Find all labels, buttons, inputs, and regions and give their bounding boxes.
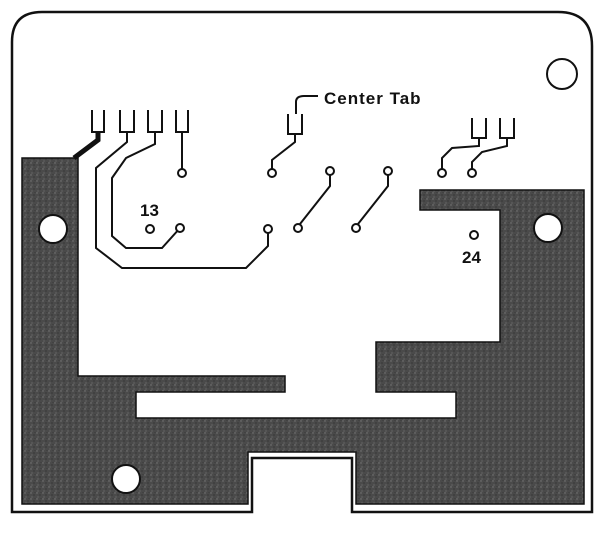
trace-tab-3 xyxy=(111,132,181,249)
trace-mid-1 xyxy=(299,172,331,225)
right-tab-group xyxy=(441,118,515,170)
pads xyxy=(145,166,479,240)
pad xyxy=(175,223,185,233)
trace-tab-1 xyxy=(72,132,101,160)
mounting-hole-left xyxy=(38,214,68,244)
copper-ground-plane xyxy=(21,157,585,505)
pad xyxy=(263,224,273,234)
trace-center-tab xyxy=(271,134,296,170)
pad xyxy=(177,168,187,178)
trace-tab-2 xyxy=(95,132,269,269)
pad xyxy=(267,168,277,178)
mounting-hole-top-right xyxy=(546,58,578,90)
pad xyxy=(293,223,303,233)
center-tab-group xyxy=(271,95,318,170)
center-tab-leader xyxy=(295,95,318,114)
mounting-hole-right xyxy=(533,213,563,243)
pad xyxy=(325,166,335,176)
left-tab-group xyxy=(72,110,269,269)
pad-13 xyxy=(145,224,155,234)
middle-traces xyxy=(299,172,389,225)
pad xyxy=(467,168,477,178)
pad xyxy=(383,166,393,176)
trace-right-2 xyxy=(471,138,508,170)
mounting-hole-bottom-left xyxy=(111,464,141,494)
pad xyxy=(437,168,447,178)
pad xyxy=(351,223,361,233)
trace-mid-2 xyxy=(357,172,389,225)
center-tab-label: Center Tab xyxy=(324,89,422,108)
pin-13-label: 13 xyxy=(140,201,159,220)
pad-24 xyxy=(469,230,479,240)
trace-right-1 xyxy=(441,138,480,170)
pin-24-label: 24 xyxy=(462,248,481,267)
